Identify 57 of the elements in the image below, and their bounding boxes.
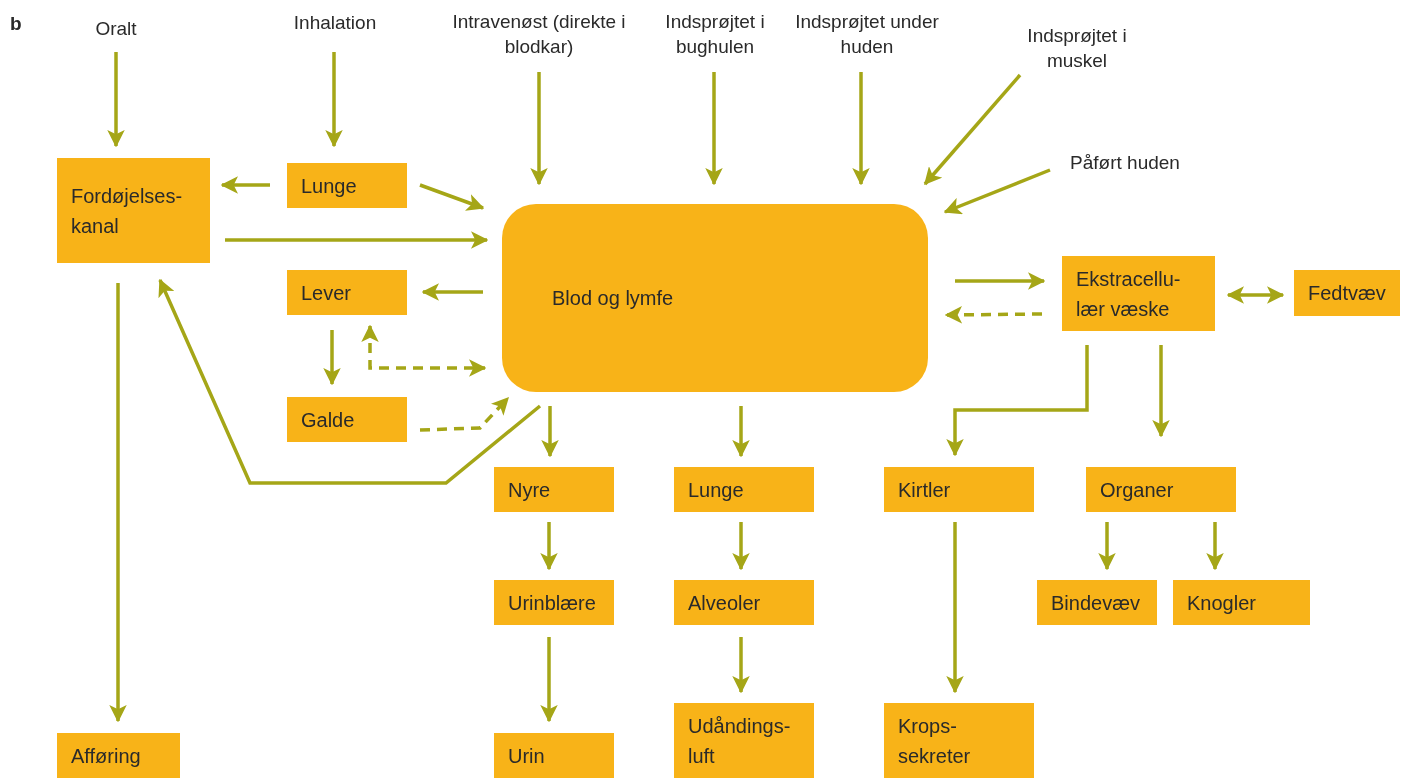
arrow <box>944 306 1042 324</box>
process-box: Knogler <box>1173 580 1310 625</box>
arrow <box>1098 522 1116 571</box>
arrow <box>530 72 548 186</box>
arrow <box>705 72 723 186</box>
process-box: Galde <box>287 397 407 442</box>
arrow <box>225 231 489 249</box>
route-label: Oralt <box>66 12 166 44</box>
arrow <box>852 72 870 186</box>
arrow <box>540 637 558 723</box>
arrow <box>732 406 750 458</box>
process-box: Alveoler <box>674 580 814 625</box>
process-box: Nyre <box>494 467 614 512</box>
arrow <box>419 396 510 432</box>
arrow <box>946 522 964 694</box>
process-box: Kirtler <box>884 467 1034 512</box>
process-box: Ekstracellu-lær væske <box>1062 256 1215 331</box>
arrow <box>1226 286 1285 304</box>
process-box: Bindevæv <box>1037 580 1157 625</box>
process-box: Fedtvæv <box>1294 270 1400 316</box>
process-box: Fordøjelses-kanal <box>57 158 210 263</box>
route-label: Inhalation <box>280 6 390 38</box>
process-box: Urinblære <box>494 580 614 625</box>
arrow <box>732 522 750 571</box>
arrow <box>1206 522 1224 571</box>
route-label: Indsprøjtet under huden <box>792 6 942 62</box>
panel-letter: b <box>10 12 22 36</box>
route-label: Indsprøjtet i muskel <box>1017 20 1137 76</box>
process-box: Afføring <box>57 733 180 778</box>
route-label: Intravenøst (direkte i blodkar) <box>446 6 632 62</box>
route-label: Indsprøjtet i bughulen <box>659 6 771 62</box>
process-box: Lunge <box>674 467 814 512</box>
arrow <box>220 176 270 194</box>
arrow <box>419 183 485 211</box>
arrow <box>541 406 559 458</box>
arrow <box>109 283 127 723</box>
process-box: Lunge <box>287 163 407 208</box>
arrow <box>946 345 1089 457</box>
arrow <box>732 637 750 694</box>
process-box: Urin <box>494 733 614 778</box>
arrow <box>325 52 343 148</box>
arrow <box>107 52 125 148</box>
process-box: Udåndings-luft <box>674 703 814 778</box>
process-box: Organer <box>1086 467 1236 512</box>
arrow <box>540 522 558 571</box>
process-box: Krops-sekreter <box>884 703 1034 778</box>
arrow <box>361 324 487 377</box>
arrow <box>923 73 1022 186</box>
arrow <box>421 283 483 301</box>
arrow <box>1152 345 1170 438</box>
route-label: Påført huden <box>1052 146 1198 178</box>
arrow <box>955 272 1046 290</box>
process-box: Lever <box>287 270 407 315</box>
arrow <box>323 330 341 386</box>
arrow <box>158 278 542 485</box>
arrow <box>943 168 1051 215</box>
process-box: Blod og lymfe <box>502 204 928 392</box>
